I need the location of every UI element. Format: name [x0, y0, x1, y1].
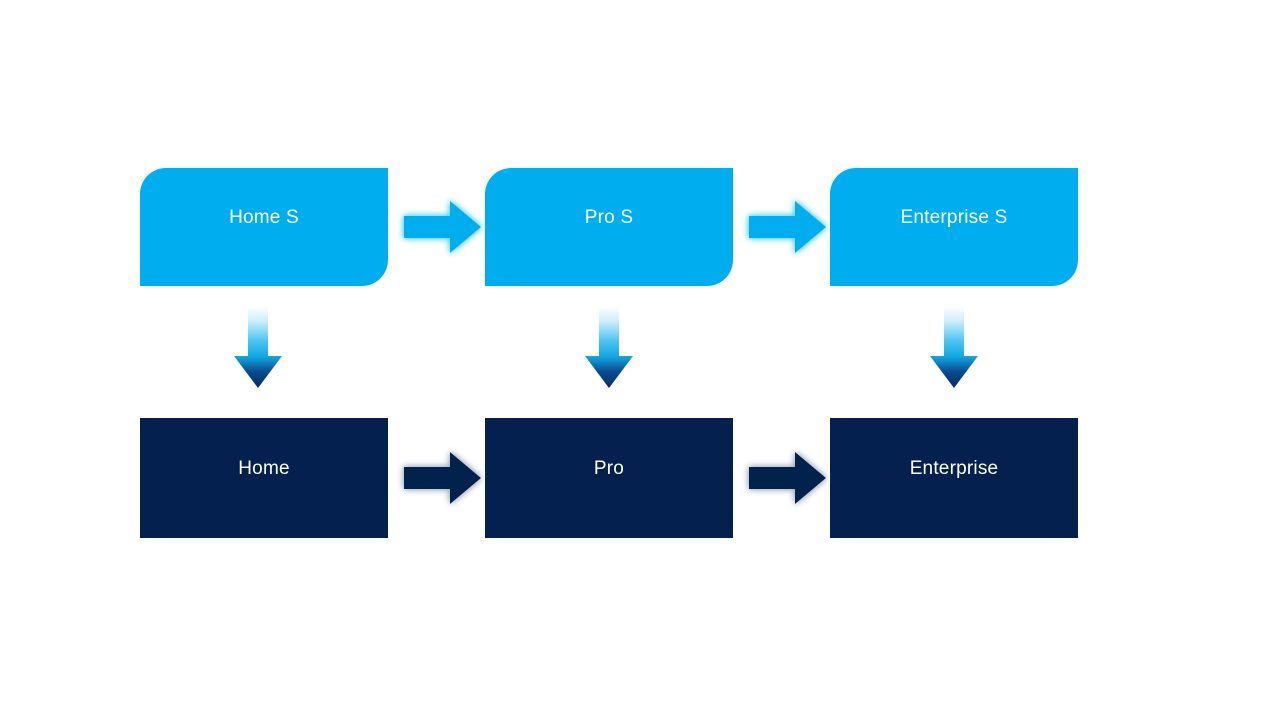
arrow-pro-s-to-pro: [583, 306, 635, 390]
node-home[interactable]: Home: [140, 418, 388, 538]
arrow-down-icon: [930, 306, 978, 388]
arrow-down-icon: [234, 306, 282, 388]
node-home-label: Home: [238, 457, 290, 479]
arrow-right-icon: [749, 201, 826, 253]
node-pro-label: Pro: [593, 457, 625, 479]
arrow-right-icon: [404, 201, 481, 253]
arrow-home-s-to-home: [232, 306, 284, 390]
node-pro-s-label: Pro S: [584, 206, 634, 228]
node-enterprise-label: Enterprise: [909, 457, 999, 479]
arrow-home-to-pro: [402, 449, 484, 507]
arrow-pro-to-enterprise: [747, 449, 829, 507]
node-pro-s[interactable]: Pro S: [485, 168, 733, 286]
node-home-s-label: Home S: [229, 206, 299, 228]
node-enterprise[interactable]: Enterprise: [830, 418, 1078, 538]
arrow-right-icon: [404, 452, 481, 504]
arrow-home-s-to-pro-s: [402, 198, 484, 256]
arrow-right-icon: [749, 452, 826, 504]
arrow-pro-s-to-enterprise-s: [747, 198, 829, 256]
arrow-enterprise-s-to-enterprise: [928, 306, 980, 390]
arrow-down-icon: [585, 306, 633, 388]
node-enterprise-s-label: Enterprise S: [900, 206, 1008, 228]
node-enterprise-s[interactable]: Enterprise S: [830, 168, 1078, 286]
node-pro[interactable]: Pro: [485, 418, 733, 538]
node-home-s[interactable]: Home S: [140, 168, 388, 286]
